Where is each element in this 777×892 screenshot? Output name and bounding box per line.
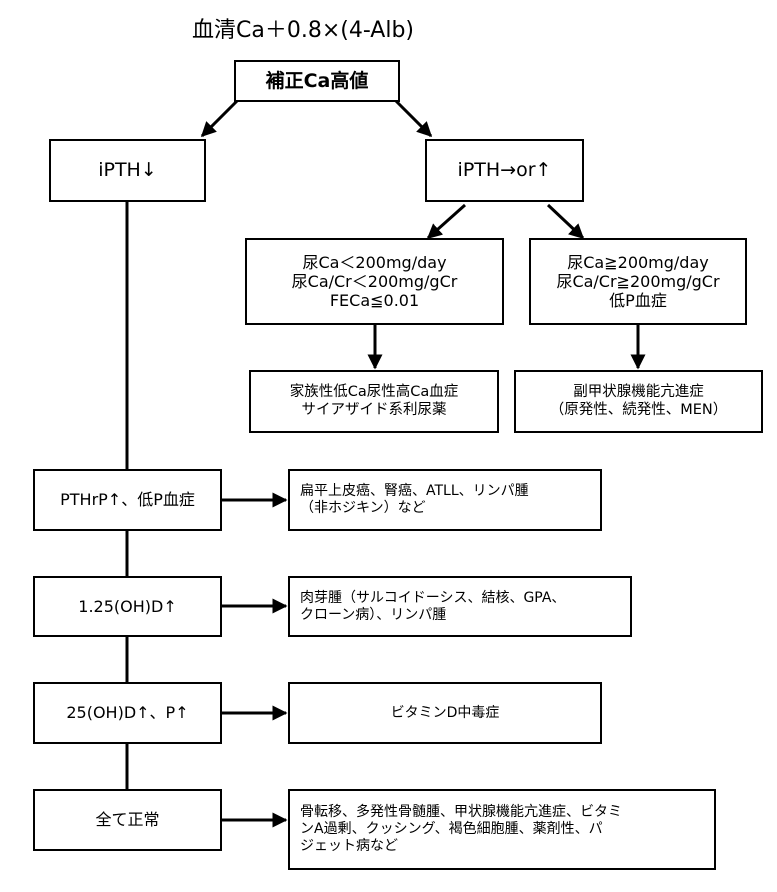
urine-high-line-1: 尿Ca≧200mg/day bbox=[567, 252, 709, 272]
pthrp-result-line-2: （非ホジキン）など bbox=[300, 500, 426, 516]
hpt-result-line-2: （原発性、続発性、MEN） bbox=[549, 401, 728, 418]
all-normal-node: 全て正常 bbox=[33, 789, 222, 851]
pthrp-result-line-1: 扁平上皮癌、腎癌、ATLL、リンパ腫 bbox=[300, 483, 529, 500]
pthrp-node: PTHrP↑、低P血症 bbox=[33, 469, 222, 531]
arrow-ipth-high-to-urine-high bbox=[546, 203, 585, 240]
calcidiol-result-node: ビタミンD中毒症 bbox=[288, 682, 602, 744]
fhh-result-line-1: 家族性低Ca尿性高Ca血症 bbox=[289, 384, 459, 401]
urine-low-line-3: FECa≦0.01 bbox=[329, 291, 420, 311]
ipth-high-node: iPTH→or↑ bbox=[425, 139, 584, 202]
all-normal-result-line-3: ジェット病など bbox=[300, 837, 398, 854]
arrow-ipth-high-to-urine-low bbox=[426, 203, 466, 240]
root-label: 補正Ca高値 bbox=[265, 69, 369, 92]
arrow-root-to-ipth-high bbox=[393, 98, 433, 138]
arrow-root-to-ipth-low bbox=[200, 98, 240, 138]
calcitriol-result-line-2: クローン病）、リンパ腫 bbox=[300, 606, 447, 623]
urine-high-line-3: 低P血症 bbox=[609, 291, 667, 311]
fhh-result-line-2: サイアザイド系利尿薬 bbox=[301, 401, 447, 418]
calcidiol-node: 25(OH)D↑、P↑ bbox=[33, 682, 222, 744]
ipth-low-label: iPTH↓ bbox=[98, 159, 157, 182]
calcitriol-label: 1.25(OH)D↑ bbox=[78, 596, 177, 616]
hpt-result-line-1: 副甲状腺機能亢進症 bbox=[573, 384, 704, 401]
all-normal-result-line-2: ンA過剰、クッシング、褐色細胞腫、薬剤性、パ bbox=[300, 821, 603, 838]
hpt-result-node: 副甲状腺機能亢進症 （原発性、続発性、MEN） bbox=[514, 370, 763, 433]
root-node: 補正Ca高値 bbox=[234, 60, 400, 102]
all-normal-result-line-1: 骨転移、多発性骨髄腫、甲状腺機能亢進症、ビタミ bbox=[300, 804, 622, 821]
fhh-result-node: 家族性低Ca尿性高Ca血症 サイアザイド系利尿薬 bbox=[249, 370, 499, 433]
calcitriol-result-line-1: 肉芽腫（サルコイドーシス、結核、GPA、 bbox=[300, 589, 566, 606]
correction-formula: 血清Ca＋0.8×(4-Alb) bbox=[192, 18, 415, 43]
urine-low-line-2: 尿Ca/Cr＜200mg/gCr bbox=[291, 271, 458, 291]
calcitriol-result-node: 肉芽腫（サルコイドーシス、結核、GPA、 クローン病）、リンパ腫 bbox=[288, 576, 632, 637]
calcidiol-result-label: ビタミンD中毒症 bbox=[390, 704, 500, 721]
calcidiol-label: 25(OH)D↑、P↑ bbox=[66, 703, 189, 723]
pthrp-result-node: 扁平上皮癌、腎癌、ATLL、リンパ腫 （非ホジキン）など bbox=[288, 469, 602, 531]
all-normal-result-node: 骨転移、多発性骨髄腫、甲状腺機能亢進症、ビタミ ンA過剰、クッシング、褐色細胞腫… bbox=[288, 789, 716, 870]
all-normal-label: 全て正常 bbox=[95, 810, 160, 830]
pthrp-label: PTHrP↑、低P血症 bbox=[60, 490, 195, 510]
ipth-low-node: iPTH↓ bbox=[49, 139, 206, 202]
urine-high-node: 尿Ca≧200mg/day 尿Ca/Cr≧200mg/gCr 低P血症 bbox=[529, 238, 747, 325]
urine-low-line-1: 尿Ca＜200mg/day bbox=[302, 252, 447, 272]
ipth-high-label: iPTH→or↑ bbox=[457, 159, 552, 182]
urine-low-node: 尿Ca＜200mg/day 尿Ca/Cr＜200mg/gCr FECa≦0.01 bbox=[245, 238, 504, 325]
urine-high-line-2: 尿Ca/Cr≧200mg/gCr bbox=[556, 271, 720, 291]
calcitriol-node: 1.25(OH)D↑ bbox=[33, 576, 222, 637]
